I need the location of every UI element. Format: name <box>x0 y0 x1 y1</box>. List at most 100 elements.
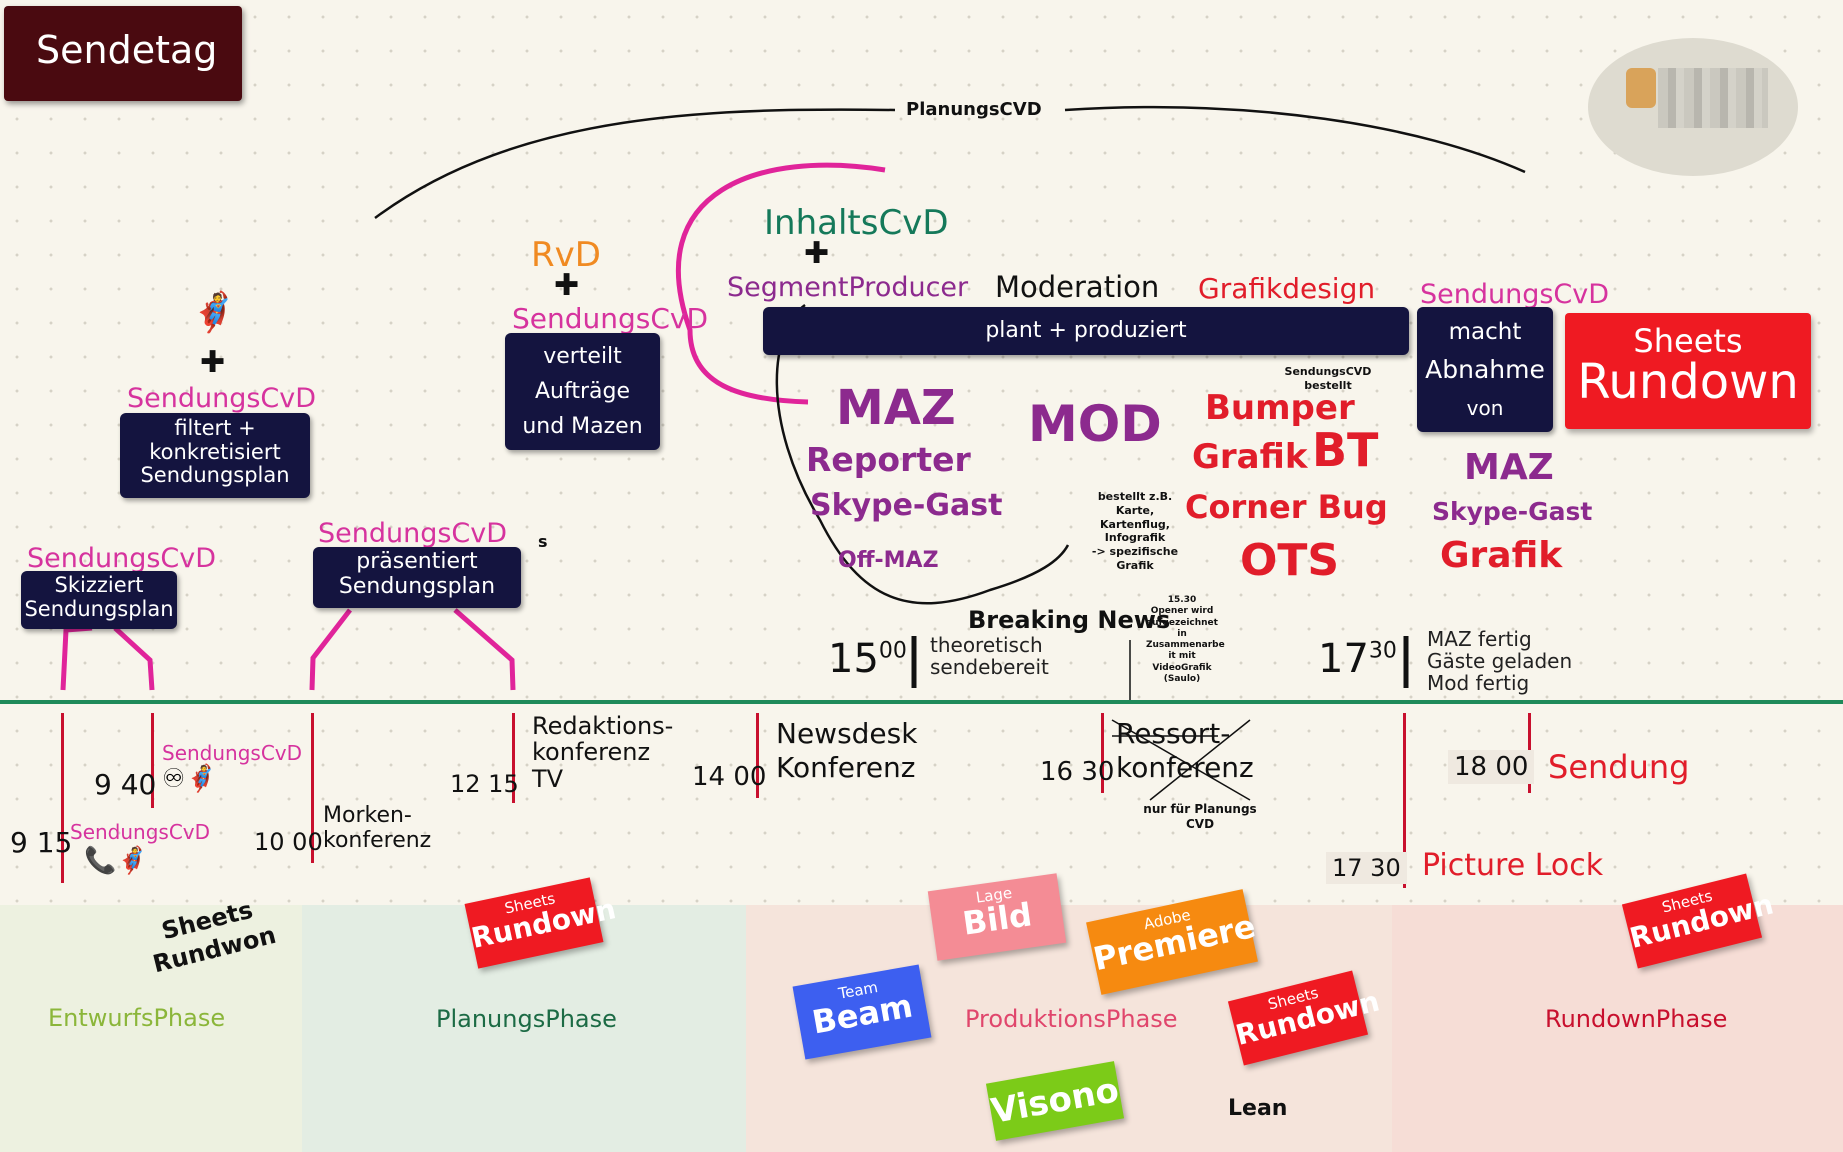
box-verteilt: verteilt Aufträge und Mazen <box>505 333 660 450</box>
box-filtert-line: konkretisiert <box>149 439 281 464</box>
abnahme-skype-gast: Skype-Gast <box>1432 497 1593 526</box>
box-praesentiert-line: präsentiert <box>356 549 478 574</box>
mod-order-note-line: Infografik <box>1104 531 1166 545</box>
milestone-1730-text: MAZ fertig Gäste geladen Mod fertig <box>1427 628 1572 694</box>
stray-s: s <box>538 532 548 551</box>
abnahme-maz: MAZ <box>1464 447 1554 488</box>
milestone-1730-line: MAZ fertig <box>1427 627 1532 651</box>
morgenkonferenz-line: Morken- <box>323 803 412 828</box>
phone-avatar-icon: 📞🦸 <box>84 846 149 876</box>
ressort-note-line: CVD <box>1185 817 1215 831</box>
morgenkonferenz-label: Morken- konferenz <box>323 803 431 854</box>
role-sendungscvd-skizziert: SendungsCvD <box>27 543 217 574</box>
mod-order-note-line: Grafik <box>1116 558 1154 572</box>
ressortkonferenz-line: konferenz <box>1116 750 1254 784</box>
opener-note-line: (Saulo) <box>1163 673 1201 684</box>
time-1400: 14 00 <box>692 762 767 792</box>
abnahme-grafik: Grafik <box>1440 535 1563 576</box>
board-title-panel: Sendetag <box>4 6 242 101</box>
box-skizziert-line: Skizziert <box>54 573 144 597</box>
role-sendungscvd-filter: SendungsCvD <box>127 383 317 414</box>
box-praesentiert: präsentiert Sendungsplan <box>313 547 521 608</box>
grafik-order-note-line: SendungsCVD <box>1284 365 1372 378</box>
sheets-rundown-big-big: Rundown <box>1577 354 1799 410</box>
milestone-1730-hour: 17 <box>1318 636 1369 682</box>
opener-note-line: it mit <box>1168 651 1196 662</box>
role-inhaltscvd: InhaltsCvD <box>764 203 949 243</box>
opener-note-line: Zusammenarbe <box>1146 640 1225 650</box>
role-sendungscvd-verteilt: SendungsCvD <box>512 302 709 335</box>
phase-rundown: RundownPhase <box>1545 1005 1728 1033</box>
opener-note: 15.30 Opener wird aufgezeichnet in Zusam… <box>1146 595 1225 685</box>
ressort-note: nur für Planungs CVD <box>1140 802 1260 832</box>
redaktionskonferenz-line: TV <box>532 764 564 793</box>
milestone-1500-minutes: 00 <box>878 638 907 664</box>
mod-order-note-line: Karte, <box>1115 503 1155 517</box>
timeline-tick-1730 <box>1403 713 1406 888</box>
mod-order-note-line: bestellt z.B. <box>1097 490 1173 503</box>
time-1800: 18 00 <box>1448 750 1535 784</box>
redaktionskonferenz-line: konferenz <box>532 738 651 767</box>
superhero-avatar-icon: 🦸 <box>190 290 238 334</box>
mod-order-note-line: Kartenflug, <box>1100 517 1170 531</box>
item-mod: MOD <box>1028 395 1162 453</box>
redaktionskonferenz-label: Redaktions- konferenz TV <box>532 713 673 793</box>
phase-planung: PlanungsPhase <box>436 1005 617 1033</box>
milestone-1500-text: theoretisch sendebereit <box>930 634 1049 678</box>
item-grafik: Grafik <box>1192 437 1308 477</box>
user-avatar-cluster <box>1588 38 1798 176</box>
link-avatar-icon: ♾🦸 <box>162 764 218 794</box>
role-segmentproducer: SegmentProducer <box>727 272 969 303</box>
opener-note-line: aufgezeichnet <box>1146 617 1218 628</box>
item-ots: OTS <box>1240 535 1340 586</box>
milestone-1730-line: Mod fertig <box>1427 671 1530 695</box>
sheets-rundown-big: Sheets Rundown <box>1565 313 1811 429</box>
box-abnahme-line: macht <box>1448 319 1522 345</box>
box-filtert-line: Sendungsplan <box>140 463 290 488</box>
item-off-maz: Off-MAZ <box>838 548 939 573</box>
box-verteilt-line: und Mazen <box>522 414 643 439</box>
newsdesk-line: Newsdesk <box>776 717 918 750</box>
milestone-1500-line: sendebereit <box>930 655 1049 679</box>
box-abnahme-line: von <box>1466 396 1504 420</box>
newsdesk-label: Newsdesk Konferenz <box>776 717 917 784</box>
grafik-order-note-line: bestellt <box>1304 378 1352 392</box>
box-skizziert: Skizziert Sendungsplan <box>21 571 177 629</box>
avatar-blur <box>1658 68 1768 128</box>
time-1215: 12 15 <box>450 770 519 798</box>
avatar <box>1626 68 1656 108</box>
mod-order-note: bestellt z.B. Karte, Kartenflug, Infogra… <box>1085 490 1185 573</box>
sendungscvd-link-label: SendungsCvD <box>162 741 303 765</box>
role-moderation: Moderation <box>995 270 1160 304</box>
ressortkonferenz-line: Ressort- <box>1116 717 1231 750</box>
item-reporter: Reporter <box>806 440 971 479</box>
box-skizziert-line: Sendungsplan <box>24 596 174 621</box>
planungscvd-label: PlanungsCVD <box>906 99 1042 120</box>
picture-lock-label: Picture Lock <box>1422 848 1604 883</box>
item-skype-gast: Skype-Gast <box>810 488 1003 523</box>
time-1730-picturelock: 17 30 <box>1326 852 1407 884</box>
ressort-note-line: nur für Planungs <box>1143 802 1257 816</box>
milestone-1500-hour: 15 <box>828 636 879 682</box>
opener-note-line: 15.30 <box>1167 595 1197 605</box>
role-sendungscvd-praesentiert: SendungsCvD <box>318 518 508 549</box>
zone-rundown <box>1392 905 1843 1152</box>
zone-entwurf <box>0 905 302 1152</box>
phase-produktion: ProduktionsPhase <box>965 1005 1178 1033</box>
sheets-rundown-big-small: Sheets <box>1633 322 1743 360</box>
milestone-1730-minutes: 30 <box>1368 638 1397 664</box>
timeline-tick-1215 <box>512 713 515 803</box>
item-corner-bug: Corner Bug <box>1185 488 1388 526</box>
box-filtert-line: filtert + <box>174 416 256 440</box>
plus-icon: ✚ <box>200 345 226 380</box>
board-title: Sendetag <box>36 28 218 72</box>
plus-icon: ✚ <box>554 268 580 303</box>
box-plant-produziert: plant + produziert <box>763 307 1409 355</box>
sendungscvd-phone-label: SendungsCvD <box>70 820 211 844</box>
time-1630: 16 30 <box>1040 757 1115 787</box>
box-abnahme-line: Abnahme <box>1425 355 1545 384</box>
box-abnahme: macht Abnahme von <box>1417 307 1553 432</box>
opener-note-line: Opener wird <box>1150 606 1214 617</box>
milestone-1500-line: theoretisch <box>930 633 1043 657</box>
